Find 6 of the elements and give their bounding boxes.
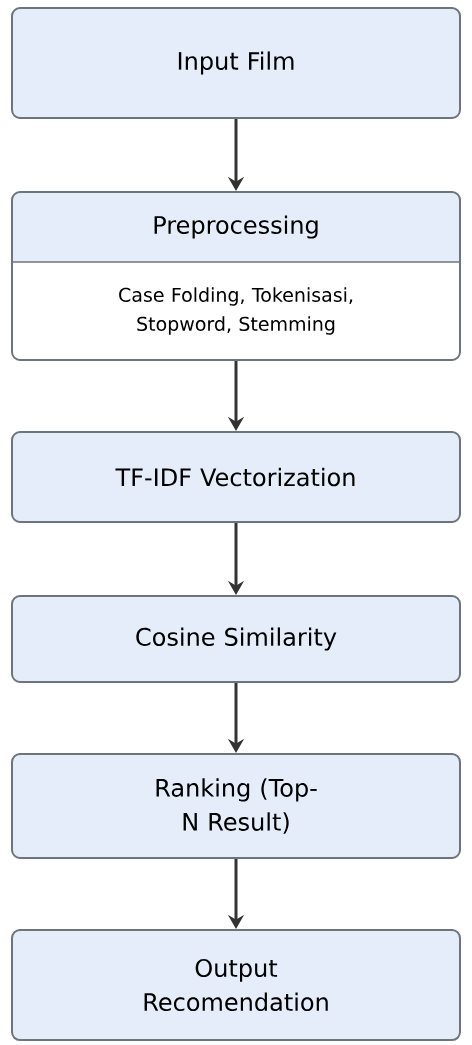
process-box: Ranking (Top-N Result) [11,753,461,859]
process-box: Cosine Similarity [11,595,461,683]
process-box: TF-IDF Vectorization [11,431,461,523]
process-box: Output Recomendation [11,929,461,1041]
process-box: Input Film [11,7,461,119]
process-box: Preprocessing Case Folding, Tokenisasi, Stopword, Stemming [11,191,461,361]
